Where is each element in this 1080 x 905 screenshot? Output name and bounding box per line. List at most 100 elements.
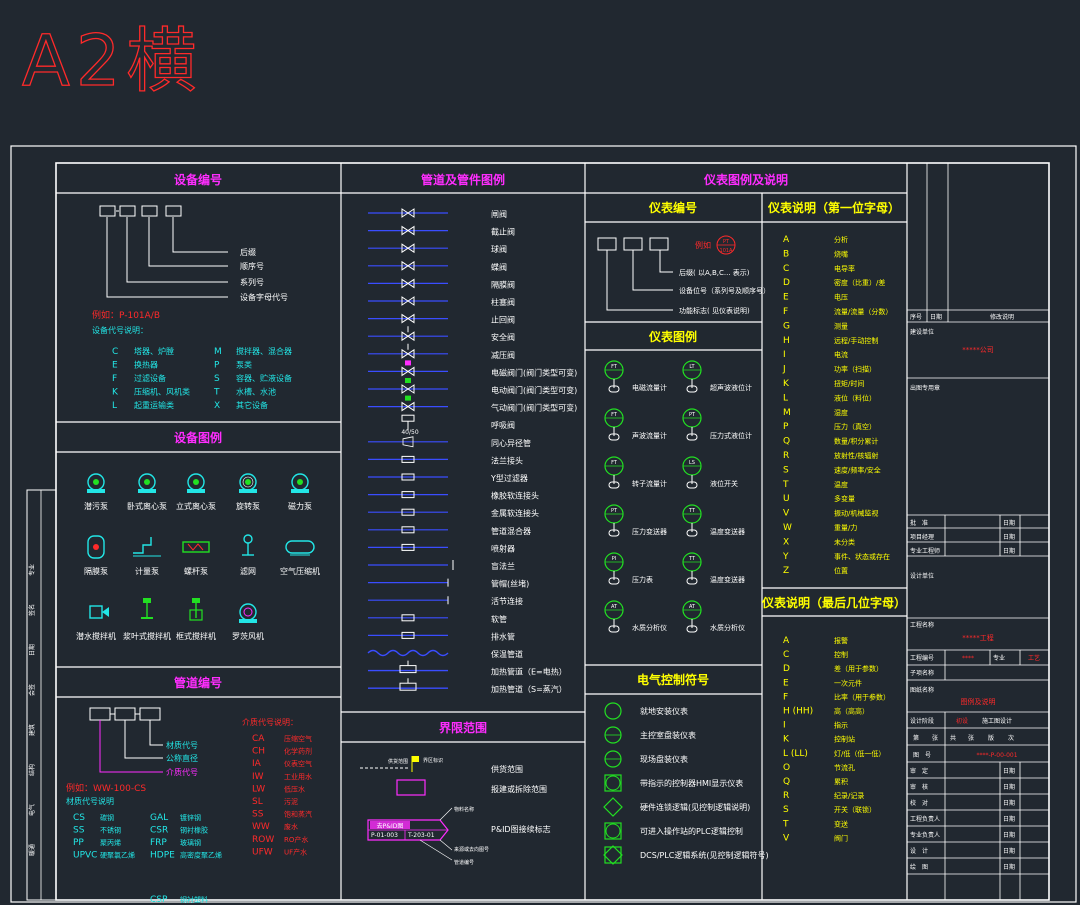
last-letter-code: A bbox=[783, 636, 790, 646]
material-desc: 镀锌钢 bbox=[180, 813, 201, 822]
equipment-symbol bbox=[87, 535, 105, 559]
fitting-symbol bbox=[368, 260, 448, 271]
instrument-tag: FT bbox=[611, 412, 618, 418]
equipment-code-label: 顺序号 bbox=[240, 261, 264, 271]
left-strip-label: 暖通 bbox=[28, 844, 36, 856]
fitting-symbol bbox=[368, 596, 449, 605]
medium-desc: 化学药剂 bbox=[284, 747, 312, 756]
equipment-code-desc: 搅拌器、混合器 bbox=[236, 346, 292, 356]
instrument-label: 超声波液位计 bbox=[710, 383, 752, 392]
owner-value: *****公司 bbox=[962, 346, 994, 354]
first-letter-code: Z bbox=[783, 566, 789, 576]
first-letter-desc: 压力（真空） bbox=[834, 422, 876, 431]
electrical-label: 硬件连锁逻辑(见控制逻辑说明) bbox=[640, 802, 750, 812]
first-letter-desc: 湿度 bbox=[834, 408, 848, 417]
approval-date: 日期 bbox=[1003, 533, 1015, 541]
medium-code: IA bbox=[252, 759, 262, 769]
last-letter-desc: 指示 bbox=[834, 721, 848, 730]
left-strip-label: 日期 bbox=[28, 644, 36, 656]
instrument-tag: AT bbox=[611, 604, 618, 610]
medium-code: IW bbox=[252, 772, 264, 782]
last-letter-code: K bbox=[783, 735, 790, 745]
first-letter-code: C bbox=[783, 264, 789, 274]
approval-label: 项目经理 bbox=[910, 533, 934, 541]
drawing-name-label: 图纸名称 bbox=[910, 686, 934, 694]
equipment-symbol bbox=[141, 598, 153, 619]
fitting-label: 橡胶软连接头 bbox=[491, 491, 539, 501]
project-no-value: **** bbox=[962, 655, 974, 662]
material-desc: 钢衬橡胶 bbox=[180, 826, 208, 835]
fitting-symbol bbox=[368, 614, 448, 622]
equipment-code-desc: 过滤设备 bbox=[134, 373, 166, 383]
reducer-size-label: 40/50 bbox=[401, 429, 418, 436]
equipment-code-desc: 塔器、炉膛 bbox=[134, 346, 174, 356]
fitting-label: 闸阀 bbox=[491, 210, 507, 219]
signature-label: 绘 图 bbox=[910, 863, 928, 871]
fitting-symbol bbox=[368, 313, 448, 324]
first-letter-code: P bbox=[783, 422, 789, 432]
first-letter-desc: 未分类 bbox=[834, 537, 855, 546]
equipment-symbol bbox=[187, 473, 205, 493]
instrument-label: 水质分析仪 bbox=[632, 623, 667, 632]
fitting-label: 截止阀 bbox=[491, 227, 515, 237]
fitting-symbol bbox=[368, 678, 448, 691]
instrument-label: 液位开关 bbox=[710, 479, 738, 488]
last-letter-desc: 一次元件 bbox=[834, 678, 862, 687]
equipment-code-desc: 泵类 bbox=[236, 360, 252, 370]
instrument-numbering-label: 后缀( 以A,B,C... 表示) bbox=[679, 268, 750, 277]
equipment-code: F bbox=[112, 374, 117, 384]
first-letter-code: A bbox=[783, 235, 790, 245]
last-letter-desc: 报警 bbox=[834, 636, 848, 645]
approval-label: 批 准 bbox=[910, 519, 928, 527]
first-letter-code: I bbox=[783, 350, 786, 360]
scope-connector-left: P-01-003 bbox=[371, 832, 398, 839]
equipment-code: X bbox=[214, 401, 220, 411]
fitting-label: 管道混合器 bbox=[491, 526, 531, 536]
instrument-label: 水质分析仪 bbox=[710, 623, 745, 632]
signature-date: 日期 bbox=[1003, 831, 1015, 839]
instrument-tag: PT bbox=[611, 508, 618, 514]
instrument-symbol bbox=[682, 552, 702, 585]
equipment-legend-label: 卧式离心泵 bbox=[127, 501, 167, 511]
pipe-code-label: 公称直径 bbox=[166, 753, 198, 763]
last-letter-code: O bbox=[783, 763, 790, 773]
instrument-tag: AT bbox=[689, 604, 696, 610]
first-letter-desc: 分析 bbox=[834, 235, 848, 244]
signature-label: 专业负责人 bbox=[910, 831, 940, 839]
left-strip-label: 会签 bbox=[28, 684, 36, 696]
total-label: 共 bbox=[950, 734, 956, 742]
equipment-symbol bbox=[239, 473, 257, 493]
medium-title: 介质代号说明： bbox=[242, 717, 298, 727]
equipment-code: S bbox=[214, 374, 220, 384]
medium-desc: 废水 bbox=[284, 822, 298, 831]
scope-connector-right: T-203-01 bbox=[407, 832, 435, 839]
last-letter-code: Q bbox=[783, 777, 790, 787]
material-code: CSR bbox=[150, 826, 168, 836]
signature-date: 日期 bbox=[1003, 815, 1015, 823]
scope-right-tag: 界区标识 bbox=[423, 757, 443, 764]
equipment-code-desc: 其它设备 bbox=[236, 400, 268, 410]
electrical-symbol bbox=[603, 845, 623, 865]
first-letter-desc: 测量 bbox=[834, 322, 848, 330]
drawing-no-label: 图 号 bbox=[913, 752, 931, 759]
signature-date: 日期 bbox=[1003, 799, 1015, 807]
first-letter-code: H bbox=[783, 336, 790, 346]
equipment-legend-label: 磁力泵 bbox=[288, 501, 312, 511]
first-letter-code: D bbox=[783, 278, 790, 288]
instrument-symbols-title: 仪表图例 bbox=[648, 329, 697, 344]
first-letter-desc: 放射性/核辐射 bbox=[834, 451, 878, 460]
equipment-codes-title: 设备代号说明： bbox=[92, 325, 148, 335]
material-desc: 高密度聚乙烯 bbox=[180, 851, 222, 860]
pipe-numbering-title: 管道编号 bbox=[174, 675, 222, 690]
project-name-label: 工程名称 bbox=[910, 621, 934, 629]
material-code: HDPE bbox=[150, 851, 175, 861]
first-letter-desc: 位置 bbox=[834, 566, 848, 575]
equipment-code-label: 系列号 bbox=[240, 277, 264, 287]
first-letter-desc: 振动/机械监视 bbox=[834, 509, 878, 518]
fitting-symbol bbox=[368, 436, 448, 448]
instrument-symbol bbox=[682, 408, 702, 441]
material-code: CS bbox=[73, 813, 85, 823]
fitting-symbol bbox=[368, 578, 449, 587]
first-letter-code: V bbox=[783, 509, 790, 519]
first-letter-desc: 功率（扫描） bbox=[834, 365, 876, 374]
